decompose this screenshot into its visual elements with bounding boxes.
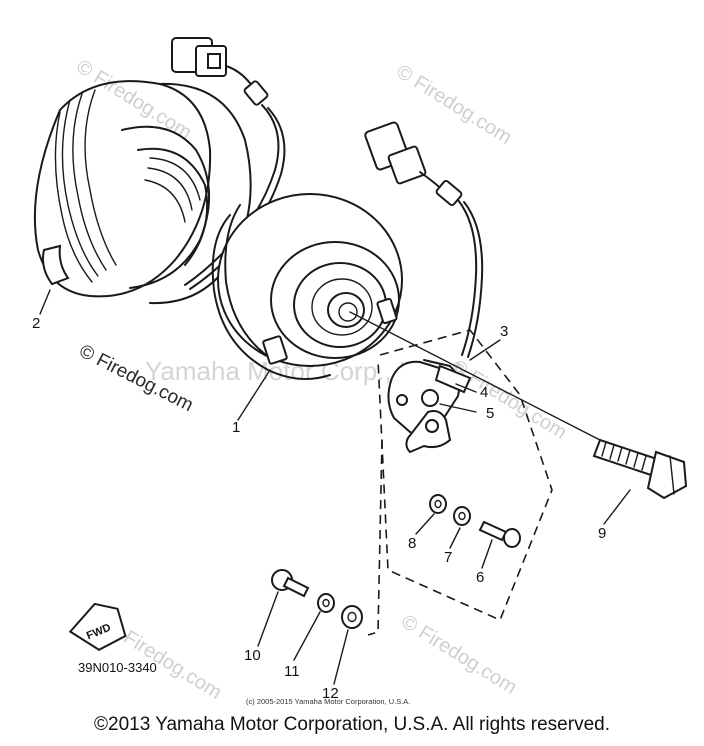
part-3-connector xyxy=(364,121,484,358)
callout-10: 10 xyxy=(244,647,261,664)
callout-7: 7 xyxy=(444,549,452,566)
part-3-pickup-coil xyxy=(387,359,472,454)
small-copyright: (c) 2005-2015 Yamaha Motor Corporation, … xyxy=(246,697,410,706)
callout-6: 6 xyxy=(476,569,484,586)
callout-9: 9 xyxy=(598,525,606,542)
callout-8: 8 xyxy=(408,535,416,552)
leader-lines xyxy=(39,289,631,685)
part-11-lock-washer xyxy=(317,593,335,613)
diagram-code: 39N010-3340 xyxy=(78,660,157,675)
callout-5: 5 xyxy=(486,405,494,422)
lower-fastener-group-line xyxy=(367,439,383,636)
part-2-connector xyxy=(171,37,286,290)
part-6-screw xyxy=(478,520,521,548)
callout-1: 1 xyxy=(232,419,240,436)
part-3-group-outline xyxy=(377,329,553,622)
callout-12: 12 xyxy=(322,685,339,702)
part-9-bolt xyxy=(592,438,688,500)
part-7-lock-washer xyxy=(453,506,471,526)
part-1-rotor xyxy=(211,193,403,380)
assembly-axis-line xyxy=(349,311,601,441)
part-8-washer xyxy=(429,494,447,514)
watermark-firedog-bottom: © Firedog.com xyxy=(397,611,520,699)
fwd-arrow-icon: FWD xyxy=(68,602,127,651)
part-2-stator-housing xyxy=(33,80,252,305)
footer-copyright: ©2013 Yamaha Motor Corporation, U.S.A. A… xyxy=(94,714,610,735)
callout-2: 2 xyxy=(32,315,40,332)
watermark-firedog-top: © Firedog.com xyxy=(392,61,515,149)
callout-4: 4 xyxy=(480,384,488,401)
part-10-screw xyxy=(271,569,310,598)
callout-3: 3 xyxy=(500,323,508,340)
part-12-washer xyxy=(341,605,363,629)
callout-11: 11 xyxy=(284,663,300,680)
